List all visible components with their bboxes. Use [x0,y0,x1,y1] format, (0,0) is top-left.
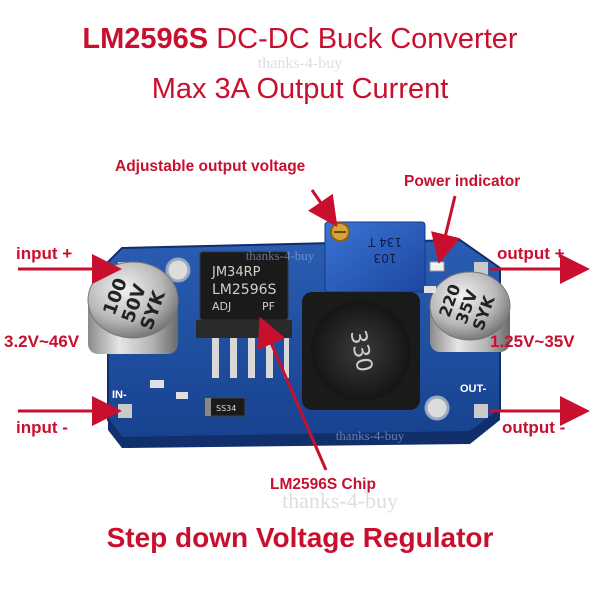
mount-hole [424,395,450,421]
label-chip: LM2596S Chip [270,476,376,493]
smd-resistor [150,380,164,388]
pot-mark-1: 103 [374,251,397,265]
chip-mark-3: ADJ [212,300,231,313]
label-output-range: 1.25V~35V [490,332,575,351]
diode-mark: SS34 [216,404,236,413]
chip-mark-4: PF [262,300,275,313]
label-input-range: 3.2V~46V [4,332,80,351]
mount-hole [165,257,191,283]
watermark-board-bottom: thanks-4-buy [336,428,405,443]
title-product: DC-DC Buck Converter [208,23,518,55]
watermark-top: thanks-4-buy [258,55,342,72]
inductor-core [311,301,411,401]
silk-in-minus: IN- [112,389,127,401]
chip-tab [196,320,292,338]
title-line-1: LM2596S DC-DC Buck Converter [0,22,600,56]
label-input-minus: input - [16,418,68,437]
title-chip-name: LM2596S [82,23,209,55]
chip-mark-1: JM34RP [211,265,261,280]
label-output-minus: output - [502,418,566,437]
chip-mark-2: LM2596S [212,282,277,298]
silk-out-minus: OUT- [460,383,487,395]
chip-pins [212,338,289,378]
label-power-indicator: Power indicator [404,173,521,190]
arrow-chip [257,316,328,471]
pot-mark-2: 134 T [367,235,402,249]
power-led [429,261,445,272]
pcb-edge [108,410,500,448]
capacitor-right-top [429,271,511,341]
title-line-2: Max 3A Output Current [151,73,449,105]
pad-out-minus [474,404,488,418]
watermark-bottom: thanks-4-buy [282,488,398,513]
label-input-plus: input + [16,244,73,263]
smd-resistor [424,286,436,293]
smd-resistor [176,392,188,399]
arrow-power-indicator [431,195,461,264]
label-output-plus: output + [497,244,565,263]
arrow-adjustable [308,189,338,227]
pad-in-minus [118,404,132,418]
label-adjustable: Adjustable output voltage [115,158,306,175]
bottom-title: Step down Voltage Regulator [106,522,494,553]
watermark-board: thanks-4-buy [246,248,315,263]
